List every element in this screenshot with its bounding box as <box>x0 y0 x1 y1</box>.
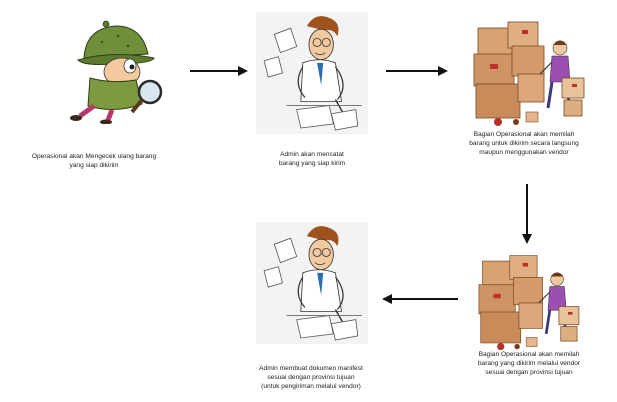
caption-line: Bagian Operasional akan memilah <box>473 131 575 138</box>
step-1-caption: Operasional akan Mengecek ulang barang y… <box>14 152 174 170</box>
step-5-caption: Admin membuat dokumen manifest sesuai de… <box>236 364 386 391</box>
caption-line: (untuk pengiriman melalui vendor) <box>261 383 361 390</box>
caption-line: barang untuk dikirim secara langsung <box>469 140 579 147</box>
caption-line: barang yang dikirim melalui vendor <box>477 360 581 367</box>
caption-line: Admin membuat dokumen manifest <box>259 365 363 372</box>
admin-illustration <box>256 10 368 136</box>
step-4-caption: Bagian Operasional akan memilah barang y… <box>446 350 612 377</box>
detective-illustration <box>62 10 172 128</box>
arrow-step4-to-step5 <box>382 294 458 304</box>
caption-line: sesuai dengan provinsi tujuan <box>485 369 573 376</box>
caption-line: maupun menggunakan vendor <box>479 149 569 156</box>
caption-line: Admin akan mencatat <box>280 151 344 158</box>
arrow-step3-to-step4 <box>522 184 532 244</box>
admin-illustration <box>256 216 368 350</box>
boxes-illustration <box>466 18 590 128</box>
caption-line: Operasional akan Mengecek ulang barang <box>31 153 157 160</box>
caption-line: barang yang siap kirim <box>278 160 346 167</box>
caption-line: sesuai dengan provinsi tujuan <box>267 374 355 381</box>
step-2-caption: Admin akan mencatat barang yang siap kir… <box>252 150 372 168</box>
arrow-step2-to-step3 <box>386 66 448 76</box>
caption-line: Bagian Operasional akan memilah <box>478 351 580 358</box>
arrow-step1-to-step2 <box>190 66 248 76</box>
boxes-illustration <box>466 252 590 352</box>
caption-line: yang siap dikirim <box>69 162 119 169</box>
step-3-caption: Bagian Operasional akan memilah barang u… <box>438 130 610 157</box>
